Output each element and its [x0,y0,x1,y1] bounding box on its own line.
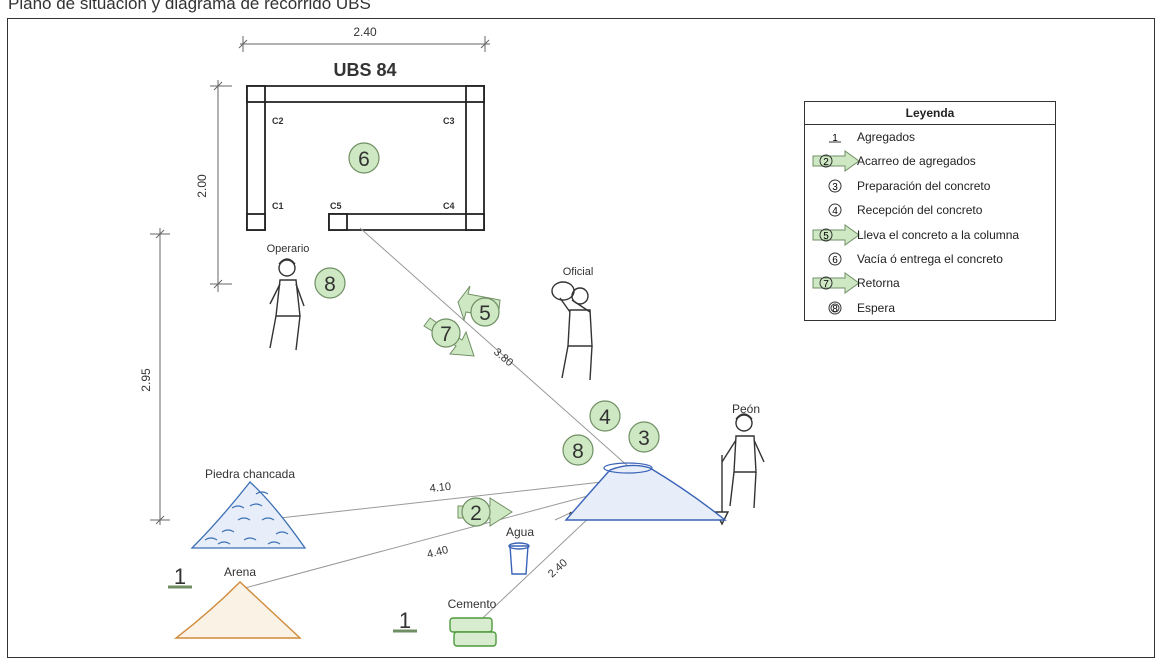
marker-return: 7 [423,317,475,357]
svg-text:5: 5 [479,302,491,325]
marker-operario-wait: 8 [314,267,346,299]
legend-number: 3 [832,182,838,193]
legend-item: 1 Agregados [805,125,1055,149]
dist-sand-label: 4.40 [426,544,450,561]
marker-carry-concrete: 5 [457,285,501,327]
legend-symbol-arrow: 7 [812,272,860,295]
stone-label: Piedra chancada [205,467,295,481]
legend-number: 1 [832,133,838,144]
legend-item: 4 Recepción del concreto [805,198,1055,222]
oficial-label: Oficial [563,266,594,278]
legend-number: 2 [823,157,829,168]
legend-item: 8 Espera [805,296,1055,320]
legend-number: 5 [823,231,829,242]
legend-title: Leyenda [805,102,1055,125]
legend-symbol-dcircle: 8 [828,301,842,315]
legend-symbol-arrow: 5 [812,223,860,246]
marker-6: 6 [348,142,380,174]
legend-label: Retorna [857,276,900,291]
vertical-dimension: 2.95 [139,228,170,525]
legend-label: Preparación del concreto [857,178,991,193]
legend-symbol-circle: 4 [828,203,842,217]
svg-text:8: 8 [324,273,336,296]
vertical-dim-label: 2.95 [139,368,153,392]
column-c1: C1 [272,201,284,211]
column-c3: C3 [443,116,455,126]
column-c5: C5 [330,201,342,211]
marker-haul-aggregates: 2 [457,497,513,527]
sand-label: Arena [224,565,256,579]
svg-text:3: 3 [638,427,650,450]
column-c2: C2 [272,116,284,126]
plan-title: UBS 84 [333,60,396,80]
legend-label: Vacía ó entrega el concreto [857,251,1003,266]
water-label: Agua [506,525,534,539]
legend-symbol-arrow: 2 [812,150,860,173]
marker-mixer-wait: 8 [562,434,594,466]
mixer-pile [564,462,727,521]
marker-receive: 4 [589,400,621,432]
svg-text:4: 4 [599,406,611,429]
legend-item: 2 Acarreo de agregados [805,149,1055,173]
legend-number: 4 [832,206,838,217]
cement-bags [449,617,497,647]
width-dim-label: 2.40 [353,25,377,39]
svg-text:6: 6 [358,148,370,171]
distance-lines [229,227,631,631]
height-dim-label: 2.00 [195,174,209,198]
column-c4: C4 [443,201,455,211]
legend-label: Lleva el concreto a la columna [857,227,1020,242]
legend-item: 7 Retorna [805,271,1055,295]
sand-pile [173,581,302,639]
legend-label: Agregados [857,130,916,144]
cement-label: Cemento [448,597,497,611]
height-dimension: 2.00 [195,80,232,292]
legend-item: 5 Lleva el concreto a la columna [805,223,1055,247]
oficial-figure [551,281,593,381]
legend-number: 8 [832,304,838,315]
legend-item: 6 Vacía ó entrega el concreto [805,247,1055,271]
legend-number: 6 [832,255,838,266]
marker-cement-aggregate: 1 [393,608,417,633]
operario-label: Operario [267,243,310,255]
dist-stone-label: 4.10 [429,481,452,495]
marker-prepare: 3 [628,421,660,453]
svg-text:1: 1 [174,564,186,589]
water-bucket [508,542,530,575]
peon-label: Peón [732,402,760,416]
legend-number: 7 [823,279,829,290]
stone-pile [190,481,307,549]
page-title: Plano de situación y diagrama de recorri… [8,0,371,13]
legend-symbol-circle: 6 [828,252,842,266]
legend-symbol-underline: 1 [829,133,841,144]
peon-figure [714,413,765,526]
svg-text:2: 2 [470,502,482,525]
svg-text:1: 1 [399,608,411,633]
legend-item: 3 Preparación del concreto [805,174,1055,198]
legend-symbol-circle: 3 [828,179,842,193]
legend-label: Acarreo de agregados [857,154,976,169]
ubs-plan [246,85,485,231]
dist-c5-label: 3.80 [491,346,515,369]
legend-label: Recepción del concreto [857,203,983,218]
drawing-frame [7,18,1155,658]
dist-cement-label: 2.40 [546,557,570,580]
width-dimension: 2.40 [238,25,490,52]
operario-figure [269,258,305,351]
legend: Leyenda 1 Agregados 2 Acarreo de agregados 3… [804,101,1056,321]
legend-items: 1 Agregados 2 Acarreo de agregados 3 Preparac… [805,125,1055,320]
svg-text:8: 8 [572,440,584,463]
marker-sand-aggregate: 1 [168,564,192,589]
legend-label: Espera [857,300,896,315]
svg-text:7: 7 [440,323,452,346]
